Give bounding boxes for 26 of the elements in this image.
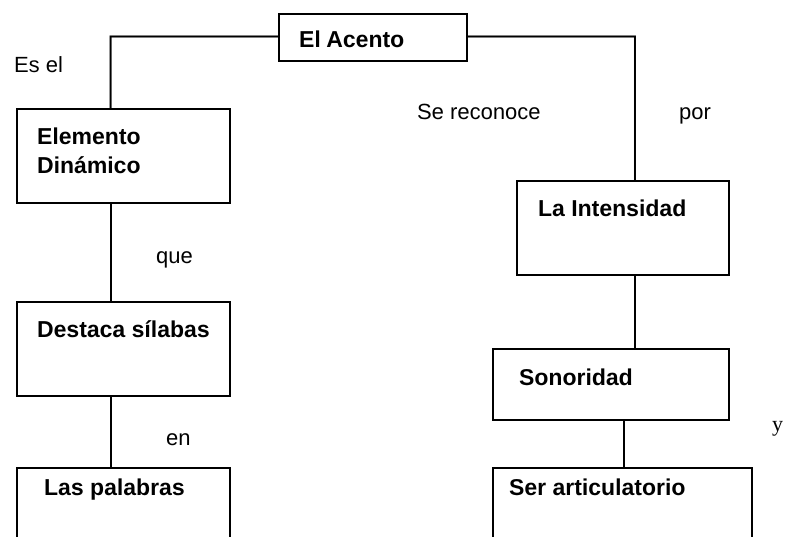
concept-box bbox=[492, 467, 753, 537]
edge-label: en bbox=[166, 426, 190, 450]
concept-text: El Acento bbox=[299, 25, 404, 54]
connector-line bbox=[468, 36, 636, 180]
connector-word: Se reconoce bbox=[417, 100, 541, 124]
concept-text: Elemento Dinámico bbox=[37, 122, 142, 180]
edge-label: Es el bbox=[14, 53, 63, 77]
connector-word: por bbox=[679, 100, 711, 124]
connector-line bbox=[623, 421, 625, 467]
concept-box bbox=[16, 467, 231, 537]
concept-text: Las palabras bbox=[44, 473, 185, 502]
edge-label: que bbox=[156, 244, 193, 268]
concept-text: Ser articulatorio bbox=[509, 473, 686, 502]
concept-text: Sonoridad bbox=[519, 363, 633, 392]
concept-box bbox=[16, 108, 231, 204]
connector-line bbox=[110, 204, 112, 301]
concept-box bbox=[516, 180, 730, 276]
concept-box bbox=[278, 13, 468, 62]
connector-line bbox=[634, 276, 636, 348]
connector-line bbox=[110, 397, 112, 467]
connector-word: y bbox=[772, 412, 783, 436]
concept-box bbox=[492, 348, 730, 421]
concept-text: Destaca sílabas bbox=[37, 315, 210, 344]
connector-line bbox=[110, 36, 278, 108]
concept-box bbox=[16, 301, 231, 397]
concept-text: La Intensidad bbox=[538, 194, 686, 223]
